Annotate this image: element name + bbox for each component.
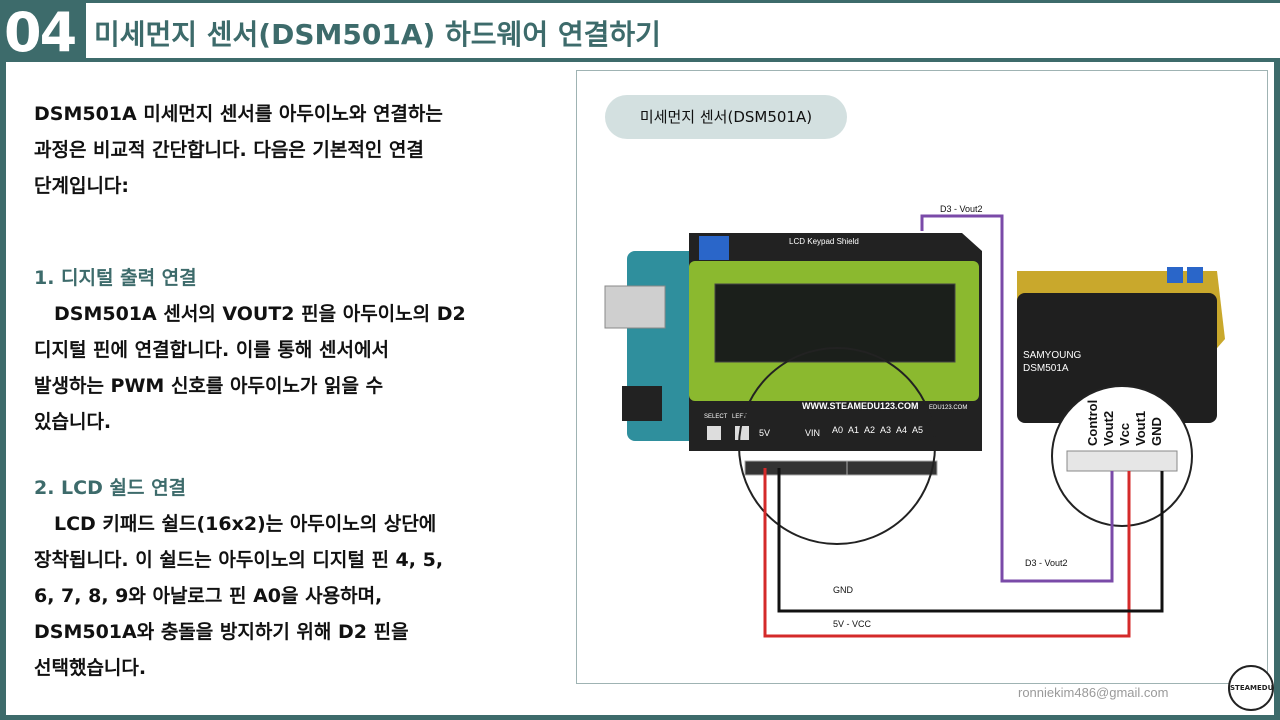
left-button [735, 426, 749, 440]
select-button [707, 426, 721, 440]
section1-line: 발생하는 PWM 신호를 아두이노가 읽을 수 [34, 375, 384, 397]
sensor-pin-gnd: GND [1149, 417, 1164, 446]
text-column: DSM501A 미세먼지 센서를 아두이노와 연결하는 과정은 비교적 간단합니… [34, 96, 554, 686]
power-label-vin: VIN [805, 428, 820, 438]
wiring-diagram: 미세먼지 센서(DSM501A) LCD Keypad Shield WWW.S… [576, 70, 1268, 684]
title-bar: 미세먼지 센서(DSM501A) 하드웨어 연결하기 [86, 5, 1280, 62]
wire-vout2 [920, 214, 1114, 583]
frame-bottom [0, 715, 1280, 720]
sensor-pill-label: 미세먼지 센서(DSM501A) [605, 95, 847, 139]
section1-line: 디지털 핀에 연결합니다. 이를 통해 센서에서 [34, 339, 389, 361]
analog-header [846, 460, 938, 476]
lcd-screen [714, 283, 956, 363]
section-number: 04 [4, 1, 77, 64]
sensor-pin-control: Control [1085, 400, 1100, 446]
slide-header: 04 미세먼지 센서(DSM501A) 하드웨어 연결하기 [0, 0, 1280, 64]
wire-vcc [763, 468, 1131, 638]
analog-label: A2 [864, 425, 875, 435]
site-small-label: EDU123.COM [929, 405, 967, 411]
power-label-5v: 5V [759, 428, 770, 438]
zoom-circle-left [738, 347, 936, 545]
site-label: WWW.STEAMEDU123.COM [802, 401, 919, 411]
analog-label: A5 [912, 425, 923, 435]
section2-line: 장착됩니다. 이 쉴드는 아두이노의 디지털 핀 4, 5, [34, 549, 444, 571]
power-jack [622, 386, 662, 421]
slide-title: 미세먼지 센서(DSM501A) 하드웨어 연결하기 [94, 18, 661, 51]
wire-top-label: D3 - Vout2 [940, 204, 983, 214]
vcc-label: 5V - VCC [833, 619, 872, 629]
sensor-body [1017, 293, 1217, 423]
intro-line: DSM501A 미세먼지 센서를 아두이노와 연결하는 [34, 103, 443, 125]
sensor-pin-vout2: Vout2 [1101, 411, 1116, 446]
sensor-pin-vcc: Vcc [1117, 423, 1132, 446]
usb-port [604, 285, 666, 329]
gnd-label: GND [833, 585, 854, 595]
shield-label: LCD Keypad Shield [789, 237, 859, 246]
frame-left [0, 0, 6, 720]
section1-heading: 1. 디지털 출력 연결 [34, 267, 197, 289]
sensor-terminal [1187, 267, 1203, 283]
power-header [744, 460, 851, 476]
left-label: LEFT [732, 414, 747, 420]
intro-paragraph: DSM501A 미세먼지 센서를 아두이노와 연결하는 과정은 비교적 간단합니… [34, 96, 554, 204]
section2-line: 6, 7, 8, 9와 아날로그 핀 A0을 사용하며, [34, 585, 383, 607]
section1-line: DSM501A 센서의 VOUT2 핀을 아두이노의 D2 [54, 303, 466, 325]
section2-heading: 2. LCD 쉴드 연결 [34, 477, 187, 499]
sensor-model: DSM501A [1023, 363, 1069, 374]
frame-top [0, 0, 1280, 3]
wire-right-label: D3 - Vout2 [1025, 558, 1068, 568]
sensor-connector [1066, 450, 1178, 472]
section2-line: DSM501A와 충돌을 방지하기 위해 D2 핀을 [34, 621, 409, 643]
sensor-brand: SAMYOUNG [1023, 350, 1082, 361]
analog-label: A0 [832, 425, 843, 435]
sensor-pin-vout1: Vout1 [1133, 411, 1148, 446]
sensor-terminal [1167, 267, 1183, 283]
analog-label: A1 [848, 425, 859, 435]
frame-right [1274, 60, 1280, 720]
section2-line: LCD 키패드 쉴드(16x2)는 아두이노의 상단에 [54, 513, 437, 535]
footer-email: ronniekim486@gmail.com [1018, 685, 1169, 700]
analog-label: A3 [880, 425, 891, 435]
intro-line: 과정은 비교적 간단합니다. 다음은 기본적인 연결 [34, 139, 424, 161]
select-label: SELECT [704, 414, 728, 420]
section-number-box: 04 [0, 0, 86, 64]
section1-line: 있습니다. [34, 411, 112, 433]
intro-line: 단계입니다: [34, 175, 129, 197]
section2-line: 선택했습니다. [34, 657, 147, 679]
wiring-svg: LCD Keypad Shield WWW.STEAMEDU123.COM ED… [604, 204, 1225, 638]
analog-label: A4 [896, 425, 907, 435]
steamedu-logo: STEAMEDU [1228, 665, 1274, 711]
potentiometer [699, 236, 729, 260]
wire-gnd [777, 468, 1164, 613]
